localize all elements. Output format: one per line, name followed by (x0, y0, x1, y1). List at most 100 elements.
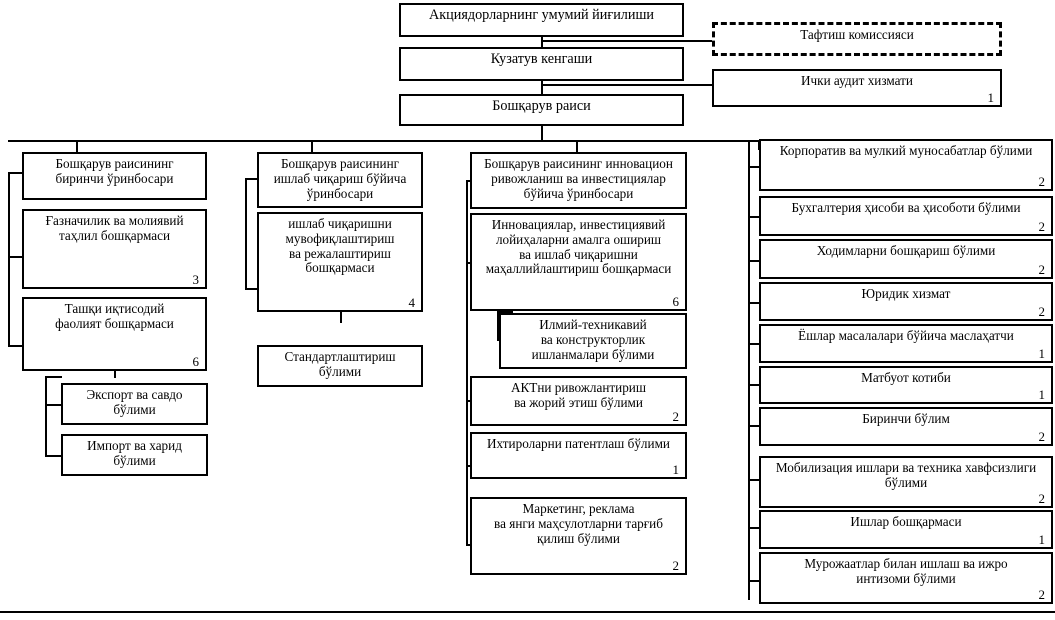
box-col4-item-6[interactable]: Биринчи бўлим 2 (759, 407, 1053, 446)
connector-col3-spine (466, 180, 468, 546)
connector-col4-to-item-6 (748, 425, 760, 427)
box-label: Кузатув кенгаши (490, 51, 593, 67)
connector-col1-to-head (8, 172, 24, 174)
box-label: Ички аудит хизмати (801, 73, 913, 88)
box-supervisory-board[interactable]: Кузатув кенгаши (399, 47, 684, 81)
box-col1-sub-1[interactable]: Импорт ва харид бўлими (61, 434, 208, 476)
box-col4-item-8[interactable]: Ишлар бошқармаси 1 (759, 510, 1053, 549)
connector-board-to-internal-audit (541, 84, 713, 86)
box-count: 2 (672, 409, 680, 424)
connector-col1-item1-drop (114, 371, 116, 378)
box-label: Бошқарув раисининг ишлаб чиқариш бўйича … (273, 156, 407, 201)
box-col3-item-3[interactable]: Маркетинг, реклама ва янги маҳсулотларни… (470, 497, 687, 575)
box-col4-item-7[interactable]: Мобилизация ишлари ва техника хавфсизлиг… (759, 456, 1053, 508)
connector-col4-to-item-1 (748, 216, 760, 218)
box-label: Инновациялар, инвестициявий лойиҳаларни … (485, 217, 672, 277)
box-management-chairman[interactable]: Бошқарув раиси (399, 94, 684, 126)
connector-col1-to-sub-0 (45, 404, 62, 406)
box-col1-sub-0[interactable]: Экспорт ва савдо бўлими (61, 383, 208, 425)
box-count: 6 (672, 294, 680, 309)
box-col2-item-0[interactable]: ишлаб чиқаришни мувофиқлаштириш ва режал… (257, 212, 423, 312)
box-col1-item-0[interactable]: Ғазначилик ва молиявий таҳлил бошқармаси… (22, 209, 207, 289)
connector-col4-to-item-8 (748, 527, 760, 529)
box-label: Бухгалтерия ҳисоби ва ҳисоботи бўлими (791, 200, 1021, 215)
box-col4-item-9[interactable]: Мурожаатлар билан ишлаш ва ижро интизоми… (759, 552, 1053, 604)
box-audit-commission[interactable]: Тафтиш комиссияси (712, 22, 1002, 56)
box-label: Ходимларни бошқариш бўлими (816, 243, 996, 258)
connector-col3-subdrop (497, 311, 513, 313)
box-col1-head[interactable]: Бошқарув раисининг биринчи ўринбосари (22, 152, 207, 200)
box-count: 6 (192, 354, 200, 369)
box-label: Мурожаатлар билан ишлаш ва ижро интизоми… (804, 556, 1008, 586)
connector-col1-subdrop (45, 376, 62, 378)
connector-col1-sub-spine (45, 376, 47, 456)
box-label: Ташқи иқтисодий фаолият бошқармаси (55, 301, 174, 331)
box-count: 1 (1038, 346, 1046, 361)
connector-col1-to-item-0 (8, 256, 24, 258)
box-col4-item-3[interactable]: Юридик хизмат 2 (759, 282, 1053, 321)
box-count: 2 (1038, 304, 1046, 319)
connector-col4-to-item-3 (748, 302, 760, 304)
box-label: Акциядорларнинг умумий йиғилиши (429, 7, 654, 23)
box-col4-item-5[interactable]: Матбуот котиби 1 (759, 366, 1053, 404)
box-count: 2 (1038, 262, 1046, 277)
box-count: 1 (987, 90, 995, 105)
box-label: Тафтиш комиссияси (800, 27, 914, 42)
connector-col2-to-head (245, 178, 259, 180)
box-label: Корпоратив ва мулкий муносабатлар бўлими (779, 143, 1033, 158)
box-label: Маркетинг, реклама ва янги маҳсулотларни… (494, 501, 663, 546)
box-count: 1 (672, 462, 680, 477)
connector-col1-spine (8, 172, 10, 347)
connector-col3-sub-spine (497, 311, 499, 341)
box-label: Бошқарув раисининг биринчи ўринбосари (55, 156, 174, 186)
box-count: 2 (1038, 429, 1046, 444)
box-count: 2 (1038, 219, 1046, 234)
box-label: Илмий-техникавий ва конструкторлик ишлан… (531, 317, 655, 362)
connector-col4-to-item-4 (748, 343, 760, 345)
page-bottom-rule (0, 611, 1055, 613)
box-col3-item-1[interactable]: АКТни ривожлантириш ва жорий этиш бўлими… (470, 376, 687, 426)
box-count: 3 (192, 272, 200, 287)
box-col4-item-1[interactable]: Бухгалтерия ҳисоби ва ҳисоботи бўлими 2 (759, 196, 1053, 236)
box-col4-item-4[interactable]: Ёшлар масалалари бўйича маслаҳатчи 1 (759, 324, 1053, 363)
connector-col2-spine (245, 178, 247, 290)
box-count: 1 (1038, 387, 1046, 402)
connector-col2-to-item-0 (245, 288, 259, 290)
box-internal-audit[interactable]: Ички аудит хизмати 1 (712, 69, 1002, 107)
connector-board-to-audit-commission (541, 40, 713, 42)
connector-bus-to-col2 (311, 140, 313, 153)
connector-meeting-to-board (541, 37, 543, 54)
box-count: 2 (1038, 174, 1046, 189)
box-col3-item-0[interactable]: Инновациялар, инвестициявий лойиҳаларни … (470, 213, 687, 311)
box-label: Ёшлар масалалари бўйича маслаҳатчи (798, 328, 1014, 343)
box-count: 2 (1038, 587, 1046, 602)
connector-col4-to-item-7 (748, 479, 760, 481)
box-col4-item-2[interactable]: Ходимларни бошқариш бўлими 2 (759, 239, 1053, 279)
box-label: Ғазначилик ва молиявий таҳлил бошқармаси (45, 213, 184, 243)
connector-chairman-drop (541, 126, 543, 142)
box-col4-item-0[interactable]: Корпоратив ва мулкий муносабатлар бўлими… (759, 139, 1053, 191)
box-col2-sub-0[interactable]: Стандартлаштириш бўлими (257, 345, 423, 387)
box-col3-item-2[interactable]: Ихтироларни патентлаш бўлими 1 (470, 432, 687, 479)
box-shareholders-meeting[interactable]: Акциядорларнинг умумий йиғилиши (399, 3, 684, 37)
box-label: Экспорт ва савдо бўлими (86, 387, 183, 417)
box-label: Импорт ва харид бўлими (87, 438, 182, 468)
box-col2-head[interactable]: Бошқарув раисининг ишлаб чиқариш бўйича … (257, 152, 423, 208)
connector-main-bus (8, 140, 760, 142)
connector-bus-to-col3 (576, 140, 578, 153)
box-label: Бошқарув раиси (492, 98, 591, 114)
connector-col4-spine (748, 140, 750, 600)
box-col3-sub-0[interactable]: Илмий-техникавий ва конструкторлик ишлан… (499, 313, 687, 369)
box-label: Ишлар бошқармаси (850, 514, 962, 529)
box-label: Биринчи бўлим (862, 411, 950, 426)
connector-bus-to-col1 (76, 140, 78, 153)
box-label: Мобилизация ишлари ва техника хавфсизлиг… (775, 460, 1037, 490)
box-label: Матбуот котиби (861, 370, 951, 385)
connector-col4-to-item-9 (748, 580, 760, 582)
box-label: АКТни ривожлантириш ва жорий этиш бўлими (510, 380, 647, 410)
box-count: 2 (1038, 491, 1046, 506)
box-col1-item-1[interactable]: Ташқи иқтисодий фаолият бошқармаси 6 (22, 297, 207, 371)
box-col3-head[interactable]: Бошқарув раисининг инновацион ривожланиш… (470, 152, 687, 209)
box-count: 4 (408, 295, 416, 310)
